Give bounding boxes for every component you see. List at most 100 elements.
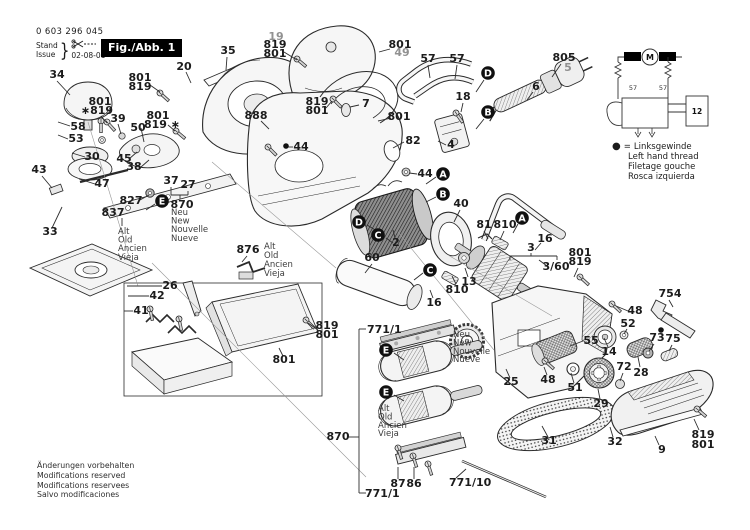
variant-note: Nueve (453, 355, 480, 365)
part-label: 39 (110, 112, 125, 125)
blade-drum-old-shape (378, 385, 483, 427)
part-label: 51 (567, 381, 582, 394)
side-cover-shape (610, 369, 714, 436)
issue-label: Issue (36, 49, 56, 59)
part-label: 819 (692, 428, 715, 441)
part-label: 810 (494, 218, 517, 231)
motor-symbol-label: M (646, 53, 654, 62)
part-label: 819 ∗ (144, 118, 180, 131)
left-hand-thread-dot (283, 143, 289, 149)
part-label: 18 (455, 90, 470, 103)
sole-plate-shape (28, 243, 154, 297)
svg-text:D: D (355, 217, 363, 228)
svg-text:B: B (484, 107, 491, 118)
svg-text:C: C (427, 265, 434, 276)
part-label: 81 (476, 218, 491, 231)
part-label: 47 (94, 177, 109, 190)
part-label: 30 (84, 150, 100, 163)
part-label: 38 (126, 160, 141, 173)
part-label: 48 (540, 373, 555, 386)
part-label: 819 (129, 80, 152, 93)
footer-note: Modifications reservees (37, 480, 130, 490)
callout-A: A (436, 167, 450, 181)
part-label: 19 (268, 30, 283, 43)
part-label: 771/10 (449, 476, 492, 489)
title-block: 0 603 296 045 Stand Issue } 02-08-01 (36, 27, 105, 61)
variant-note: Old (264, 251, 278, 261)
schematic-wire-label: 57 (629, 84, 637, 92)
variant-note: Vieja (378, 429, 399, 439)
part-label: 35 (220, 44, 235, 57)
svg-text:A: A (518, 213, 526, 224)
variant-box (123, 282, 323, 397)
part-label: 9 (658, 443, 666, 456)
callout-A: A (515, 211, 529, 225)
part-label: 801 (389, 38, 412, 51)
part-label: 53 (68, 132, 83, 145)
part-label: 5 (564, 61, 572, 74)
callout-D: D (481, 66, 495, 80)
part-label: 26 (162, 279, 178, 292)
part-label: 801 (692, 438, 715, 451)
alignment-axes (87, 121, 553, 478)
part-label: 801 (264, 47, 287, 60)
part-label: 827 (120, 194, 143, 207)
part-label: 75 (665, 332, 680, 345)
left-hand-thread-dot (658, 327, 664, 333)
part-label: 3/60 (543, 260, 570, 273)
part-label: 34 (49, 68, 65, 81)
handle-bow-shape (396, 57, 475, 105)
variant-note: Alt (264, 242, 276, 252)
part-label: 72 (616, 360, 631, 373)
svg-text:E: E (383, 387, 390, 398)
part-label: 20 (176, 60, 192, 73)
part-label: 58 (70, 120, 85, 133)
svg-text:C: C (375, 230, 382, 241)
part-label: 870 (171, 198, 194, 211)
part-label: 801 (388, 110, 411, 123)
part-label: 14 (601, 345, 617, 358)
legend-line: Rosca izquierda (628, 172, 695, 182)
callout-C: C (371, 228, 385, 242)
variant-note: Ancien (118, 244, 147, 254)
svg-text:A: A (439, 169, 447, 180)
part-label: 819 (264, 38, 287, 51)
thread-legend: ● = Linksgewinde Left hand thread Fileta… (612, 142, 699, 183)
part-label: 876 (237, 243, 260, 256)
part-label: 801 (316, 328, 339, 341)
part-label: 32 (607, 435, 622, 448)
legend-equals: = (623, 142, 631, 152)
part-label: 48 (627, 304, 642, 317)
part-label: 87 (390, 477, 405, 490)
part-label: 82 (405, 134, 420, 147)
part-label: 52 (620, 317, 635, 330)
part-label: 57 (449, 52, 464, 65)
part-label: 801 (569, 246, 592, 259)
figure-label: Fig./Abb. 1 (101, 39, 183, 57)
svg-text:D: D (484, 68, 492, 79)
part-label: 801 (273, 353, 296, 366)
motor-field-shape (350, 188, 434, 259)
callout-B: B (436, 187, 450, 201)
svg-text:E: E (383, 345, 390, 356)
variant-note: Nueve (171, 234, 198, 244)
footer-note: Änderungen vorbehalten (37, 461, 135, 470)
parts-drawing (28, 25, 714, 499)
variant-note: Ancien (378, 421, 407, 431)
part-label: 27 (180, 178, 195, 191)
svg-text:E: E (159, 196, 166, 207)
part-label: 805 (553, 51, 576, 64)
part-label: 86 (406, 477, 422, 490)
main-housing-shape (246, 71, 403, 227)
bracket-876-shape (236, 260, 266, 280)
part-label: 771/1 (365, 487, 400, 500)
part-label: 42 (149, 289, 164, 302)
part-label: 45 (116, 152, 131, 165)
part-label: 6 (532, 80, 540, 93)
part-label: 870 (327, 430, 350, 443)
part-label: 37 (163, 174, 178, 187)
wiring-schematic: M 57 57 12 (606, 48, 709, 138)
part-label: 60 (364, 251, 380, 264)
